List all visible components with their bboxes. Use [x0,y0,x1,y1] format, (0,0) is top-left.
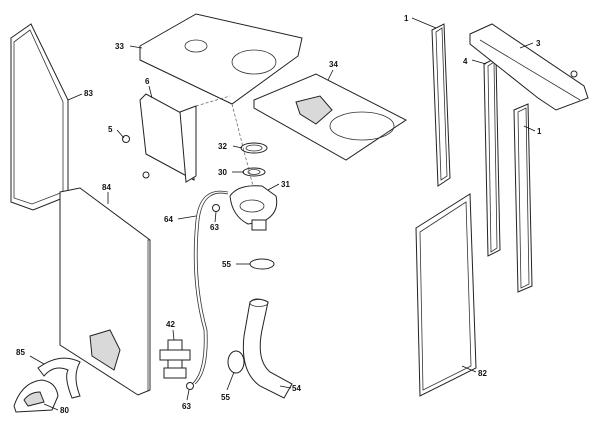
clamp-55-mid [249,258,275,270]
tube-64 [191,190,229,385]
bracket-6 [139,93,231,183]
callout-34: 34 [329,60,338,69]
callout-82: 82 [478,369,487,378]
fan-housing-31 [229,185,278,231]
screw-5 [122,135,150,179]
callout-5: 5 [108,125,113,134]
clamp-55-low [227,350,245,374]
callout-32: 32 [218,142,227,151]
callout-83: 83 [84,89,93,98]
leader-lines [29,17,536,411]
callout-30: 30 [218,168,227,177]
callout-84: 84 [102,183,111,192]
callout-1-top: 1 [404,14,409,23]
callout-80: 80 [60,406,69,415]
callout-63-low: 63 [182,402,191,411]
callout-6: 6 [145,77,150,86]
callout-42: 42 [166,320,175,329]
ring-32 [240,142,268,154]
callout-1-mid: 1 [537,127,542,136]
front-panel-84 [59,187,151,396]
callout-4: 4 [463,57,468,66]
side-panel-82 [415,193,477,397]
top-plate-34 [253,73,407,161]
fitting-63-low [186,382,194,390]
callout-54: 54 [292,384,301,393]
callout-33: 33 [115,42,124,51]
callout-55-mid: 55 [222,260,231,269]
ring-30 [242,167,266,177]
fitting-63-mid [212,204,220,212]
callout-55-low: 55 [221,393,230,402]
rail-4 [483,57,501,257]
side-panel-83 [10,23,69,211]
bracket-3 [469,23,589,111]
elbow-pipe-54 [242,298,293,399]
callout-31: 31 [281,180,290,189]
callout-3: 3 [536,39,541,48]
trim-85 [37,357,81,399]
rail-1-top [431,23,451,187]
callout-85: 85 [16,348,25,357]
callout-64: 64 [164,215,173,224]
callout-labels: 1 1 3 4 5 6 30 31 32 33 34 42 54 55 55 6… [16,14,542,415]
valve-42 [159,339,191,379]
top-plate-33 [139,13,303,105]
callout-63-mid: 63 [210,223,219,232]
cover-80 [13,379,59,413]
rail-1-mid [513,103,533,293]
